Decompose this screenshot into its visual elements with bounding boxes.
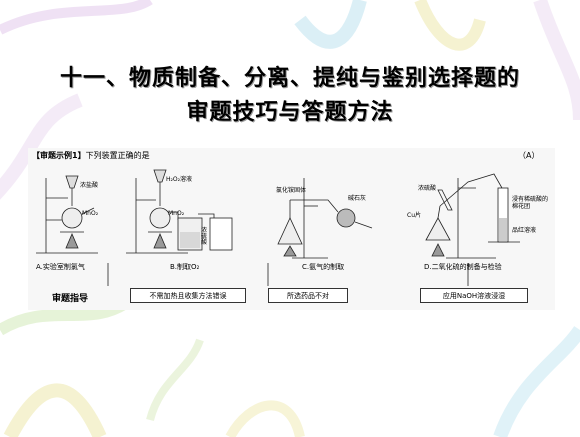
example-answer: （A） xyxy=(518,151,540,160)
label-a-hcl: 浓盐酸 xyxy=(80,182,99,189)
guide-item-c: 所选药品不对 xyxy=(268,288,348,303)
guide-item-d: 应用NaOH溶液浸湿 xyxy=(420,288,528,303)
guide-item-b: 不需加热且收集方法错误 xyxy=(130,288,246,303)
label-c-sodalime: 碱石灰 xyxy=(348,195,367,202)
caption-c: C.氨气的制取 xyxy=(302,263,345,271)
caption-d: D.二氧化硫的制备与检验 xyxy=(424,263,502,271)
guide-label: 审题指导 xyxy=(52,294,89,304)
page-title-line1: 十一、物质制备、分离、提纯与鉴别选择题的 xyxy=(59,65,520,91)
label-c-nh4cl: 氯化铵固体 xyxy=(276,187,307,194)
apparatus-b-drawing xyxy=(126,169,233,254)
label-d-h2so4: 浓硫酸 xyxy=(418,185,437,192)
label-b-h2so4: 浓硫酸 xyxy=(201,227,208,246)
page-title-line2: 审题技巧与答题方法 xyxy=(186,99,394,125)
apparatus-d-drawing xyxy=(425,173,520,259)
apparatus-diagram xyxy=(36,169,520,286)
example-question: 下列装置正确的是 xyxy=(85,151,150,160)
label-b-h2o2: H₂O₂溶液 xyxy=(166,176,193,183)
label-a-mno2: MnO₂ xyxy=(82,210,99,217)
label-d-magenta: 品红溶液 xyxy=(512,227,537,234)
apparatus-c-drawing xyxy=(277,178,373,259)
example-tag: 【审题示例1】 xyxy=(32,151,86,160)
caption-b: B.制取O₂ xyxy=(170,263,200,271)
caption-a: A.实验室制氯气 xyxy=(36,263,85,271)
apparatus-a-drawing xyxy=(36,175,98,254)
label-b-mno2: MnO₂ xyxy=(168,210,185,217)
example-heading: 【审题示例1】下列装置正确的是 xyxy=(32,150,150,161)
label-d-cu: Cu片 xyxy=(407,212,421,219)
label-d-cotton: 浸有稀硫酸的棉花团 xyxy=(512,196,549,211)
